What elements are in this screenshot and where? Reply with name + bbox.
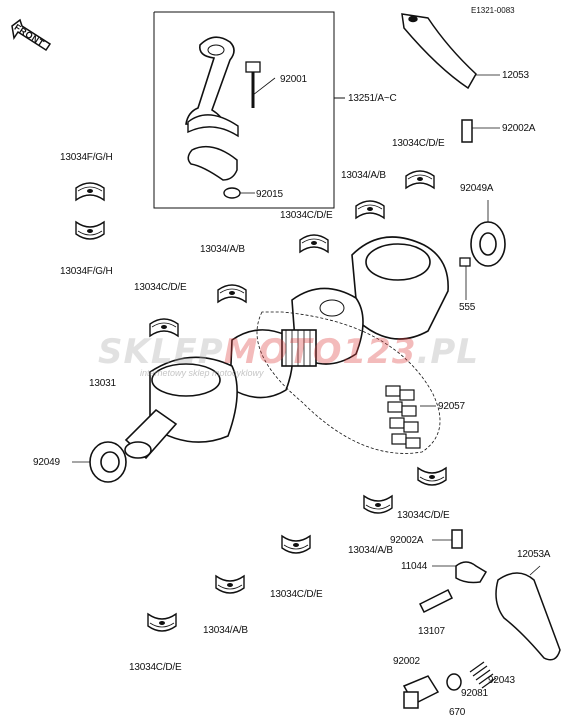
oil-seal-92049a — [470, 200, 506, 267]
label-13034cde-6: 13034C/D/E — [129, 662, 182, 673]
label-92049a: 92049A — [460, 183, 494, 194]
label-13034ab-4: 13034/A/B — [203, 625, 248, 636]
label-670: 670 — [449, 707, 466, 718]
label-92015: 92015 — [256, 189, 283, 200]
label-92001: 92001 — [280, 74, 307, 85]
crankshaft — [124, 236, 449, 460]
watermark-subtitle: internetowy sklep motocyklowy — [140, 368, 264, 378]
label-92002a-top: 92002A — [502, 123, 536, 134]
tensioner-assembly — [402, 529, 561, 709]
label-13107: 13107 — [418, 626, 445, 637]
label-13034cde-5: 13034C/D/E — [270, 589, 323, 600]
label-13034cde-1: 13034C/D/E — [392, 138, 445, 149]
cam-chain — [256, 311, 441, 454]
label-13034cde-4: 13034C/D/E — [397, 510, 450, 521]
label-92043: 92043 — [488, 675, 515, 686]
label-13034ab-3: 13034/A/B — [348, 545, 393, 556]
label-13034cde-2: 13034C/D/E — [280, 210, 333, 221]
label-13031: 13031 — [89, 378, 116, 389]
pin-555 — [459, 257, 471, 300]
label-92049: 92049 — [33, 457, 60, 468]
label-12053a: 12053A — [517, 549, 551, 560]
oil-seal-92049 — [72, 441, 127, 483]
label-13251: 13251/A~C — [348, 93, 397, 104]
label-13034ab-1: 13034/A/B — [341, 170, 386, 181]
label-92081: 92081 — [461, 688, 488, 699]
label-13034cde-3: 13034C/D/E — [134, 282, 187, 293]
label-13034ab-2: 13034/A/B — [200, 244, 245, 255]
watermark: SKLEPMOTO123.PL — [98, 332, 479, 372]
front-arrow-icon — [11, 18, 52, 52]
connecting-rod-group — [153, 11, 345, 209]
label-92002: 92002 — [393, 656, 420, 667]
label-92057: 92057 — [438, 401, 465, 412]
label-11044: 11044 — [401, 561, 428, 572]
label-12053: 12053 — [502, 70, 529, 81]
label-92002a-bottom: 92002A — [390, 535, 424, 546]
label-13034fgh-top: 13034F/G/H — [60, 152, 113, 163]
label-555: 555 — [459, 302, 476, 313]
chain-guide-top — [401, 13, 500, 143]
label-13034fgh-bottom: 13034F/G/H — [60, 266, 113, 277]
diagram-code: E1321-0083 — [471, 6, 515, 15]
